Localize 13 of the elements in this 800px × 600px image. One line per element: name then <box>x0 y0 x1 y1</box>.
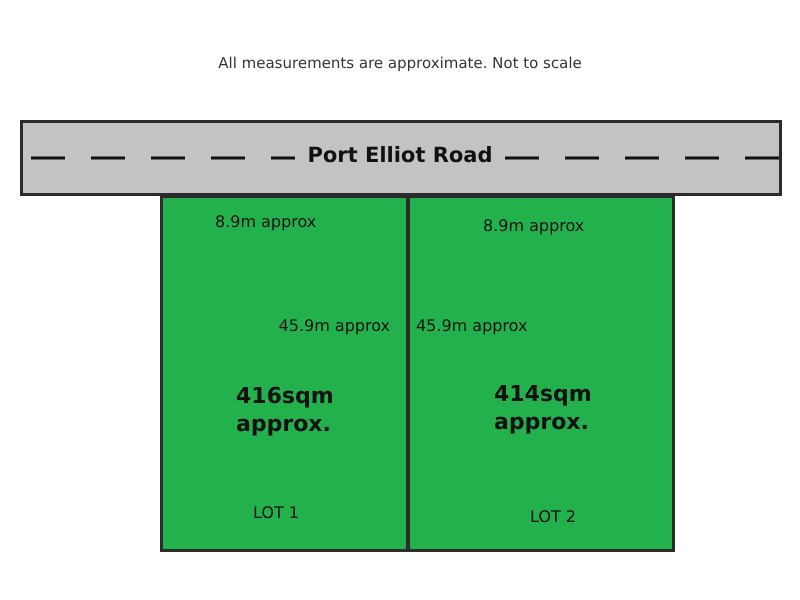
lot-plot <box>407 195 675 552</box>
dimension-label: 8.9m approx <box>483 216 584 235</box>
dimension-label: 45.9m approx <box>278 316 390 335</box>
lot-plot <box>160 195 409 552</box>
lot-label: LOT 2 <box>530 507 576 526</box>
area-label: 416sqm approx. <box>236 383 335 439</box>
road-band <box>20 120 782 196</box>
road-name: Port Elliot Road <box>306 143 494 167</box>
note-text: All measurements are approximate. Not to scale <box>217 54 583 72</box>
dimension-label: 8.9m approx <box>215 212 316 231</box>
area-label: 414sqm approx. <box>494 381 593 437</box>
lot-label: LOT 1 <box>253 503 299 522</box>
dimension-label: 45.9m approx <box>416 316 528 335</box>
